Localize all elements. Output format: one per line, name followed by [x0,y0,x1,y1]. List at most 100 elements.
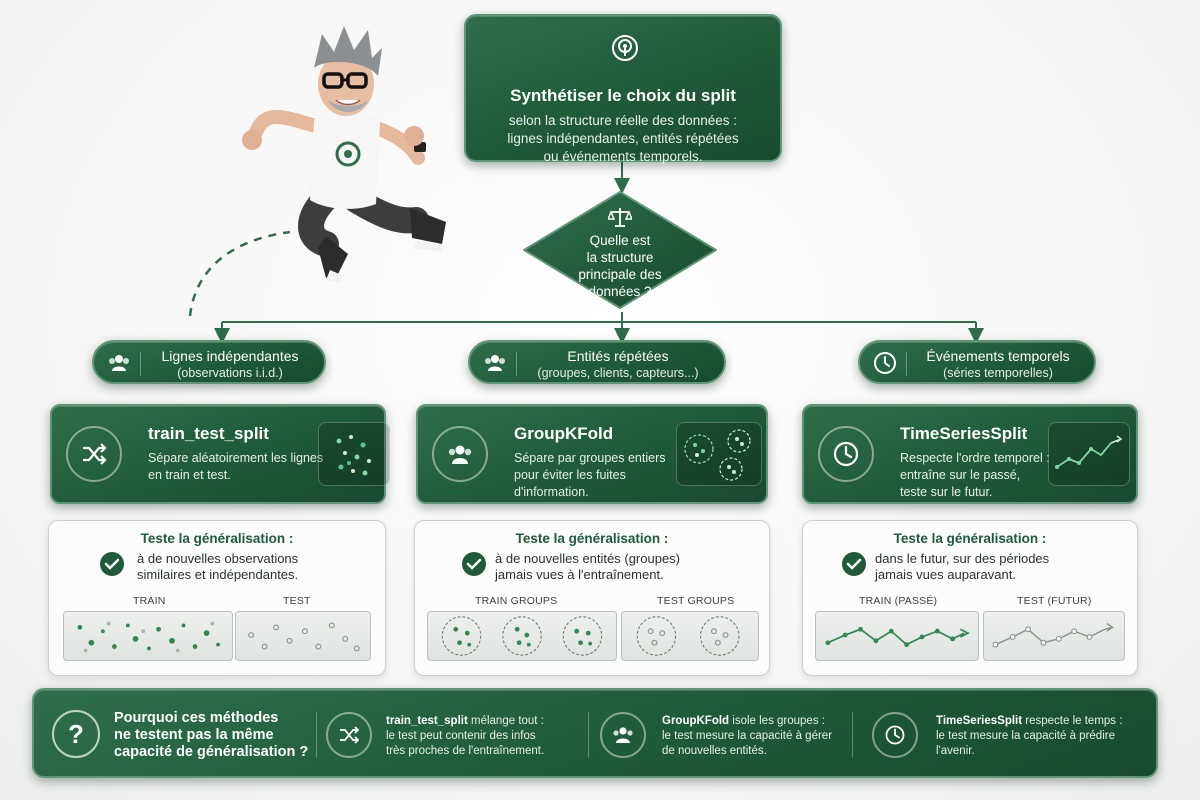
scale-icon [608,208,632,227]
point-groupkfold: GroupKFold isole les groupes : le test m… [662,714,832,759]
signal-target-icon [612,35,638,61]
pill-separator [906,352,907,376]
decision-diamond [523,191,717,309]
bar-icon-circle [326,712,372,758]
method-description: Respecte l'ordre temporel : entraîne sur… [900,450,1050,501]
test-label: TEST [283,595,311,607]
check-icon [842,552,866,576]
test-card-temporal: Teste la généralisation : dans le futur,… [802,520,1138,676]
test-text-line: similaires et indépendantes. [137,567,299,582]
decision-question: Quelle est la structure principale des d… [560,232,680,300]
check-icon [100,552,124,576]
running-man-mascot [242,26,446,282]
train-label: TRAIN (PASSÉ) [859,595,938,607]
explanation-bar: ? Pourquoi ces méthodes ne testent pas l… [32,688,1158,778]
test-text-line: à de nouvelles entités (groupes) [495,551,681,566]
method-title: train_test_split [148,424,269,443]
train-past-panel [815,611,979,661]
category-subtitle: (séries temporelles) [943,366,1053,380]
question-line: la structure [586,250,654,265]
point-train-test-split: train_test_split mélange tout : le test … [386,714,544,759]
point-line: le test peut contenir des infos [386,730,536,742]
summary-title: Synthétiser le choix du split [510,86,736,105]
question-line: données ? [588,284,652,299]
method-desc-line: Respecte l'ordre temporel : [900,451,1050,465]
test-points-panel [235,611,371,661]
why-question-line: capacité de généralisation ? [114,744,309,760]
point-line: très proches de l'entraînement. [386,745,545,757]
users-icon [485,355,505,371]
test-description: à de nouvelles observations similaires e… [137,551,298,583]
shuffle-icon [340,726,360,744]
method-desc-line: teste sur le futur. [900,485,993,499]
method-title: TimeSeriesSplit [900,424,1028,443]
question-mark-icon: ? [52,710,100,758]
train-label: TRAIN [133,595,166,607]
method-icon-circle [432,426,488,482]
clock-icon [833,441,859,467]
method-desc-line: en train et test. [148,468,231,482]
point-timeseriessplit: TimeSeriesSplit respecte le temps : le t… [936,714,1122,759]
bar-icon-circle [872,712,918,758]
pill-separator [140,352,141,376]
point-lead: isole les groupes : [729,715,825,727]
point-name: GroupKFold [662,715,730,727]
test-text-line: dans le futur, sur des périodes [875,551,1050,566]
test-heading: Teste la généralisation : [515,531,669,546]
bar-divider [588,712,589,758]
summary-line: lignes indépendantes, entités répétées [507,131,739,146]
method-desc-line: Sépare par groupes entiers [514,451,666,465]
question-line: principale des [578,267,662,282]
shuffle-icon [83,443,107,465]
users-icon [613,727,633,743]
check-icon [462,552,486,576]
point-name: train_test_split [386,715,468,727]
test-text-line: jamais vues à l'entraînement. [495,567,664,582]
method-timeseriessplit: TimeSeriesSplit Respecte l'ordre tempore… [802,404,1138,504]
why-question-line: Pourquoi ces méthodes [114,710,279,726]
test-future-panel [983,611,1125,661]
test-groups-panel [621,611,759,661]
summary-line: selon la structure réelle des données : [508,113,738,128]
method-train-test-split: train_test_split Sépare aléatoirement le… [50,404,390,504]
test-heading: Teste la généralisation : [140,531,294,546]
point-lead: respecte le temps : [1022,715,1123,727]
summary-line: ou événements temporels. [543,149,703,164]
test-description: à de nouvelles entités (groupes) jamais … [495,551,680,583]
pill-separator [516,352,517,376]
method-desc-line: Sépare aléatoirement les lignes [148,451,324,465]
point-line: le test mesure la capacité à gérer [662,730,833,742]
clock-icon [885,725,905,745]
method-icon-circle [66,426,122,482]
train-label: TRAIN GROUPS [475,595,558,607]
method-desc-line: d'information. [514,485,589,499]
method-icon-circle [818,426,874,482]
test-label: TEST GROUPS [657,595,735,607]
category-subtitle: (observations i.i.d.) [177,366,283,380]
test-card-independent: Teste la généralisation : à de nouvelles… [48,520,386,676]
point-line: de nouvelles entités. [662,745,767,757]
bar-divider [316,712,317,758]
point-line: le test mesure la capacité à prédire [936,730,1115,742]
point-name: TimeSeriesSplit [936,715,1023,727]
clock-icon [874,352,896,374]
category-temporal-events: Événements temporels (séries temporelles… [858,340,1096,384]
category-independent-rows: Lignes indépendantes (observations i.i.d… [92,340,326,384]
test-heading: Teste la généralisation : [893,531,1047,546]
train-groups-panel [427,611,617,661]
summary-box: Synthétiser le choix du split selon la s… [464,14,782,164]
method-description: Sépare aléatoirement les lignes en train… [148,450,323,484]
scatter-points-thumbnail [318,422,390,486]
bar-icon-circle [600,712,646,758]
train-points-panel [63,611,233,661]
group-clusters-thumbnail [676,422,762,486]
trend-line-thumbnail [1048,422,1130,486]
method-groupkfold: GroupKFold Sépare par groupes entiers po… [416,404,768,504]
method-title: GroupKFold [514,424,614,443]
method-desc-line: pour éviter les fuites [514,468,626,482]
test-label: TEST (FUTUR) [1017,595,1092,607]
question-line: Quelle est [589,233,651,248]
why-question-line: ne testent pas la même [114,727,274,743]
category-repeated-entities: Entités répétées (groupes, clients, capt… [468,340,726,384]
